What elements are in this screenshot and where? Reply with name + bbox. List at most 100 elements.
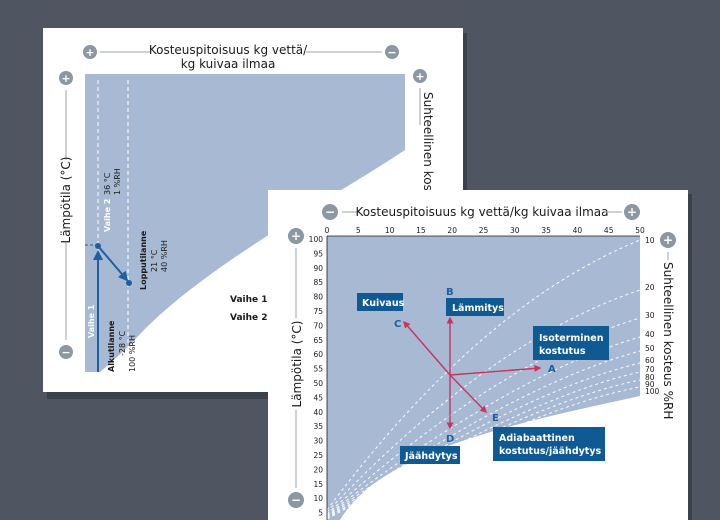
label-box-c xyxy=(357,293,403,311)
x-tick-label: 35 xyxy=(541,226,551,235)
x-tick-label: 5 xyxy=(356,226,361,235)
arrow-e xyxy=(449,374,487,414)
label-c-line1: Kuivaus xyxy=(362,298,405,309)
label-b-line1: Lämmitys xyxy=(452,303,504,314)
back-left-minus-icon xyxy=(59,345,73,359)
process-letter-d: D xyxy=(446,434,454,445)
back-legend-stage2: Vaihe 2 - xyxy=(230,313,275,323)
x-tick-label: 20 xyxy=(447,226,457,235)
y-tick-label: 75 xyxy=(313,307,323,316)
back-right-plus-icon-glyph: + xyxy=(415,70,424,83)
rh-curve xyxy=(326,289,641,513)
front-right-plus-icon xyxy=(660,232,676,248)
y-tick-label: 40 xyxy=(313,408,323,417)
y-tick-label: 60 xyxy=(313,350,323,359)
rh-tick-label: 90 xyxy=(645,380,655,389)
back-title-line1: Kosteuspitoisuus kg vettä/ xyxy=(149,43,308,57)
back-top-minus-icon xyxy=(385,45,399,59)
front-top-minus-icon-glyph: − xyxy=(325,205,335,219)
process-letter-e: E xyxy=(492,413,499,424)
back-right-plus-icon xyxy=(413,69,427,83)
y-tick-label: 10 xyxy=(313,494,323,503)
label-box-a xyxy=(533,326,609,360)
y-tick-label: 50 xyxy=(313,379,323,388)
x-tick-label: 30 xyxy=(510,226,520,235)
front-left-axis-label: Lämpötila (°C) xyxy=(290,321,304,408)
rh-curve xyxy=(326,239,641,511)
x-tick-label: 45 xyxy=(604,226,614,235)
back-left-plus-icon xyxy=(59,71,73,85)
x-tick-label: 40 xyxy=(573,226,583,235)
front-top-minus-icon xyxy=(322,204,338,220)
back-top-minus-icon-glyph: − xyxy=(387,46,396,59)
y-tick-label: 85 xyxy=(313,278,323,287)
front-card: 1009590858075706560555045403530252015105… xyxy=(268,190,692,520)
y-tick-label: 70 xyxy=(313,321,323,330)
back-initial-state-title: Alkutilanne xyxy=(107,320,116,372)
process-arrows xyxy=(403,316,542,430)
front-top-plus-icon xyxy=(624,204,640,220)
y-tick-label: 80 xyxy=(313,293,323,302)
label-box-d xyxy=(400,446,460,464)
arrow-a xyxy=(449,364,542,376)
back-chart-area xyxy=(85,74,405,372)
back-stage2-label: Vaihe 2 xyxy=(103,199,112,232)
back-stage2-temp: 36 °C xyxy=(103,172,112,195)
rh-curve xyxy=(326,350,641,517)
y-tick-label: 20 xyxy=(313,465,323,474)
back-top-plus-icon-glyph: + xyxy=(85,46,94,59)
y-tick-label: 90 xyxy=(313,264,323,273)
back-state-point xyxy=(126,280,132,286)
label-e-line2: kostutus/jäähdytys xyxy=(499,446,602,457)
front-right-axis-label: Suhteellinen kosteus %RH xyxy=(661,262,675,419)
y-tick-label: 45 xyxy=(313,393,323,402)
label-a-line1: Isoterminen xyxy=(539,333,604,344)
label-box-e xyxy=(493,427,605,461)
process-letter-a: A xyxy=(548,364,556,375)
front-title: Kosteuspitoisuus kg vettä/kg kuivaa ilma… xyxy=(356,205,609,219)
front-left-plus-icon xyxy=(288,228,304,244)
back-stage2-rh: 1 %RH xyxy=(113,168,122,195)
y-tick-label: 15 xyxy=(313,480,323,489)
back-initial-state-rh: 100 %RH xyxy=(128,335,137,372)
back-left-plus-icon-glyph: + xyxy=(61,72,70,85)
rh-tick-label: 30 xyxy=(645,311,655,320)
back-left-minus-icon-glyph: − xyxy=(61,346,70,359)
rh-curve xyxy=(326,371,641,519)
front-top-plus-icon-glyph: + xyxy=(627,205,637,219)
x-tick-label: 50 xyxy=(635,226,645,235)
back-legend-stage1: Vaihe 1 - xyxy=(230,295,275,305)
y-tick-label: 25 xyxy=(313,451,323,460)
back-stage2-arrow xyxy=(97,245,129,282)
rh-tick-label: 50 xyxy=(645,344,655,353)
back-state-point xyxy=(95,243,101,249)
rh-tick-label: 100 xyxy=(645,387,660,396)
label-box-b xyxy=(446,298,504,316)
x-tick-label: 15 xyxy=(416,226,426,235)
rh-tick-label: 10 xyxy=(645,236,655,245)
back-final-state-rh: 40 %RH xyxy=(160,240,169,272)
rh-tick-label: 70 xyxy=(645,365,655,374)
x-tick-label: 25 xyxy=(479,226,489,235)
front-right-plus-icon-glyph: + xyxy=(663,233,673,247)
y-tick-label: 35 xyxy=(313,422,323,431)
back-left-axis-label: Lämpötila (°C) xyxy=(59,157,73,244)
rh-tick-label: 80 xyxy=(645,373,655,382)
x-tick-label: 10 xyxy=(385,226,395,235)
back-top-plus-icon xyxy=(83,45,97,59)
front-left-minus-icon xyxy=(288,492,304,508)
label-d-line1: Jäähdytys xyxy=(404,451,458,462)
y-tick-label: 65 xyxy=(313,336,323,345)
x-tick-label: 0 xyxy=(325,226,330,235)
back-initial-state-temp: -28 °C xyxy=(118,330,127,356)
back-title-line2: kg kuivaa ilmaa xyxy=(181,57,276,71)
y-tick-label: 5 xyxy=(318,509,323,518)
label-e-line1: Adiabaattinen xyxy=(499,433,575,444)
back-final-state-temp: 21 °C xyxy=(150,249,159,272)
rh-tick-label: 40 xyxy=(645,330,655,339)
front-left-plus-icon-glyph: + xyxy=(291,229,301,243)
back-final-state-title: Lopputilanne xyxy=(139,230,148,290)
process-letter-c: C xyxy=(394,319,401,330)
